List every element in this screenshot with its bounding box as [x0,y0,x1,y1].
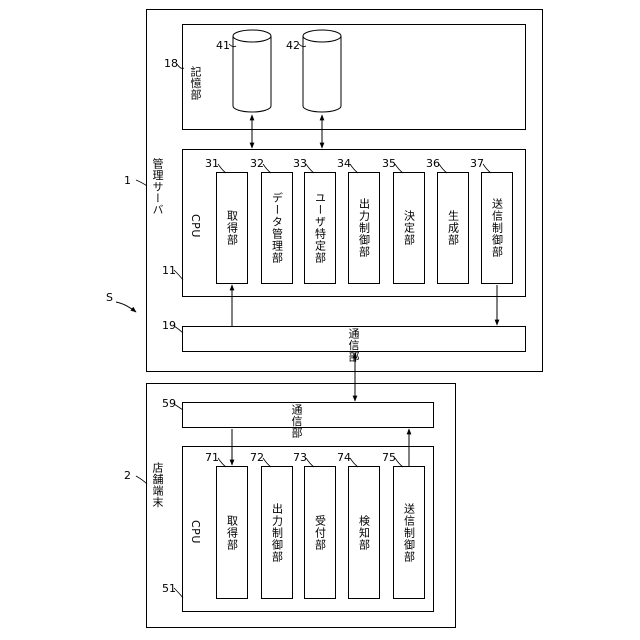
module-transmission-control: 送信制御部 [481,172,513,284]
terminal-module-reception: 受付部 [304,466,336,599]
terminal-module-detection: 検知部 [348,466,380,599]
server-title: 管理サーバ [152,158,163,216]
terminal-module-ref-75: 75 [382,452,396,463]
terminal-comm-box [182,402,434,428]
module-generation: 生成部 [437,172,469,284]
terminal-module-ref-73: 73 [293,452,307,463]
storage-title: 記憶部 [190,66,201,101]
db-avatar-label-2: DB [311,66,324,82]
terminal-cpu-ref: 51 [162,583,176,594]
module-ref-31: 31 [205,158,219,169]
server-cpu-ref: 11 [162,265,176,276]
terminal-cpu-title: CPU [190,520,201,544]
storage-box [182,24,526,130]
storage-ref: 18 [164,58,178,69]
module-ref-37: 37 [470,158,484,169]
module-data-management: データ管理部 [261,172,293,284]
db-avatar-label-1: アバター [324,54,337,98]
terminal-module-ref-72: 72 [250,452,264,463]
terminal-module-transmission-control: 送信制御部 [393,466,425,599]
terminal-comm-label: 通信部 [291,404,302,439]
system-ref: S [106,292,113,303]
db-user-label: ユーザDB [247,55,260,104]
terminal-ref: 2 [124,470,131,481]
system-pointer-arrow [116,302,136,312]
terminal-module-output-control: 出力制御部 [261,466,293,599]
module-ref-36: 36 [426,158,440,169]
terminal-module-acquisition: 取得部 [216,466,248,599]
module-ref-33: 33 [293,158,307,169]
terminal-module-ref-71: 71 [205,452,219,463]
terminal-title: 店舗端末 [152,462,163,508]
module-ref-35: 35 [382,158,396,169]
module-acquisition: 取得部 [216,172,248,284]
module-ref-32: 32 [250,158,264,169]
terminal-module-ref-74: 74 [337,452,351,463]
module-user-identification: ユーザ特定部 [304,172,336,284]
db-avatar-ref: 42 [286,40,300,51]
server-ref: 1 [124,175,131,186]
server-comm-ref: 19 [162,320,176,331]
server-comm-label: 通信部 [348,328,359,363]
server-cpu-title: CPU [190,214,201,238]
module-output-control: 出力制御部 [348,172,380,284]
terminal-comm-ref: 59 [162,398,176,409]
module-ref-34: 34 [337,158,351,169]
db-user-ref: 41 [216,40,230,51]
module-determination: 決定部 [393,172,425,284]
